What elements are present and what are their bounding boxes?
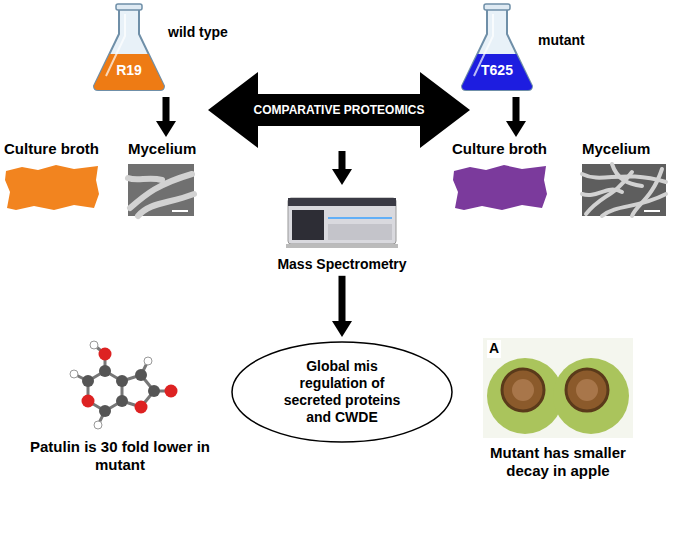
arrow-label: COMPARATIVE PROTEOMICS xyxy=(254,103,425,117)
drawing-part xyxy=(632,169,662,216)
flow-arrow xyxy=(513,97,520,121)
drawing-part xyxy=(483,338,633,438)
drawing-part xyxy=(286,244,398,248)
culture-flask: mutantT625 xyxy=(460,2,610,94)
drawing-part xyxy=(135,401,148,414)
strain-label: wild type xyxy=(168,24,228,41)
drawing-part xyxy=(208,72,470,148)
drawing-part xyxy=(487,358,563,434)
drawing-part xyxy=(99,405,111,417)
drawing-part xyxy=(328,217,392,219)
drawing-part xyxy=(128,178,162,180)
sample-label: Mycelium xyxy=(128,140,204,158)
apple-photo: A Mutant has smaller decay in apple xyxy=(458,338,658,480)
culture-flask: wild typeR19 xyxy=(92,2,242,94)
drawing-part xyxy=(328,224,392,240)
double-arrow: COMPARATIVE PROTEOMICS xyxy=(208,72,470,148)
drawing-part xyxy=(70,370,78,378)
flow-arrow xyxy=(339,151,346,169)
broth-sample: Culture broth xyxy=(452,140,572,212)
drawing-part xyxy=(99,365,111,377)
broth-sample: Culture broth xyxy=(4,140,124,212)
strain-label: mutant xyxy=(538,32,585,49)
apple-image xyxy=(483,338,633,438)
result-text: Global mis regulation of secreted protei… xyxy=(272,358,412,425)
sample-label: Mycelium xyxy=(582,140,674,158)
drawing-part xyxy=(576,379,598,401)
molecule-drawing xyxy=(60,336,180,432)
result-ellipse: Global mis regulation of secreted protei… xyxy=(230,340,454,444)
drawing-part xyxy=(484,4,510,10)
drawing-part xyxy=(232,342,452,442)
drawing-part xyxy=(99,348,112,361)
sem-image xyxy=(582,164,666,216)
flask-drawing xyxy=(92,2,166,94)
drawing-part xyxy=(288,198,396,206)
drawing-part xyxy=(128,164,194,216)
photo-frame: A xyxy=(483,338,633,438)
result-text: Mutant has smaller decay in apple xyxy=(473,444,643,480)
drawing-part xyxy=(644,210,660,212)
sample-label: Culture broth xyxy=(452,140,572,158)
drawing-part xyxy=(82,395,95,408)
drawing-part xyxy=(94,421,102,429)
drawing-part xyxy=(82,375,94,387)
flask-label: T625 xyxy=(460,62,534,79)
drawing-part xyxy=(612,164,642,186)
panel-letter: A xyxy=(487,340,501,358)
drawing-part xyxy=(116,4,142,10)
drawing-part xyxy=(292,210,324,240)
drawing-part xyxy=(144,357,152,365)
drawing-part xyxy=(135,369,147,381)
drawing-part xyxy=(288,198,396,244)
drawing-part xyxy=(553,358,629,434)
drawing-part xyxy=(582,190,622,195)
flow-arrow xyxy=(163,97,170,121)
drawing-part xyxy=(148,385,160,397)
sample-label: Culture broth xyxy=(4,140,124,158)
mycelium-image: Mycelium xyxy=(128,140,204,216)
drawing-part xyxy=(90,341,98,349)
mycelium-image: Mycelium xyxy=(582,140,674,216)
figure-caption: Mass Spectrometry xyxy=(277,256,406,273)
broth-swatch xyxy=(4,164,100,212)
flask-drawing xyxy=(460,2,534,94)
drawing-part xyxy=(116,375,128,387)
drawing-part xyxy=(172,210,188,212)
patulin-molecule: Patulin is 30 fold lower in mutant xyxy=(18,336,222,474)
drawing-part xyxy=(5,165,99,210)
drawing-part xyxy=(582,164,666,216)
sem-image xyxy=(128,164,194,216)
broth-swatch xyxy=(452,164,548,212)
drawing-part xyxy=(138,194,194,216)
drawing-part xyxy=(165,385,178,398)
drawing-part xyxy=(116,395,128,407)
drawing-part xyxy=(566,369,608,411)
mass-spectrometer: Mass Spectrometry xyxy=(270,188,414,273)
spectrometer-drawing xyxy=(284,188,400,250)
flow-arrow xyxy=(339,276,346,321)
drawing-part xyxy=(512,379,534,401)
drawing-part xyxy=(502,369,544,411)
flask-label: R19 xyxy=(92,62,166,79)
result-text: Patulin is 30 fold lower in mutant xyxy=(25,438,215,474)
drawing-part xyxy=(453,165,547,210)
